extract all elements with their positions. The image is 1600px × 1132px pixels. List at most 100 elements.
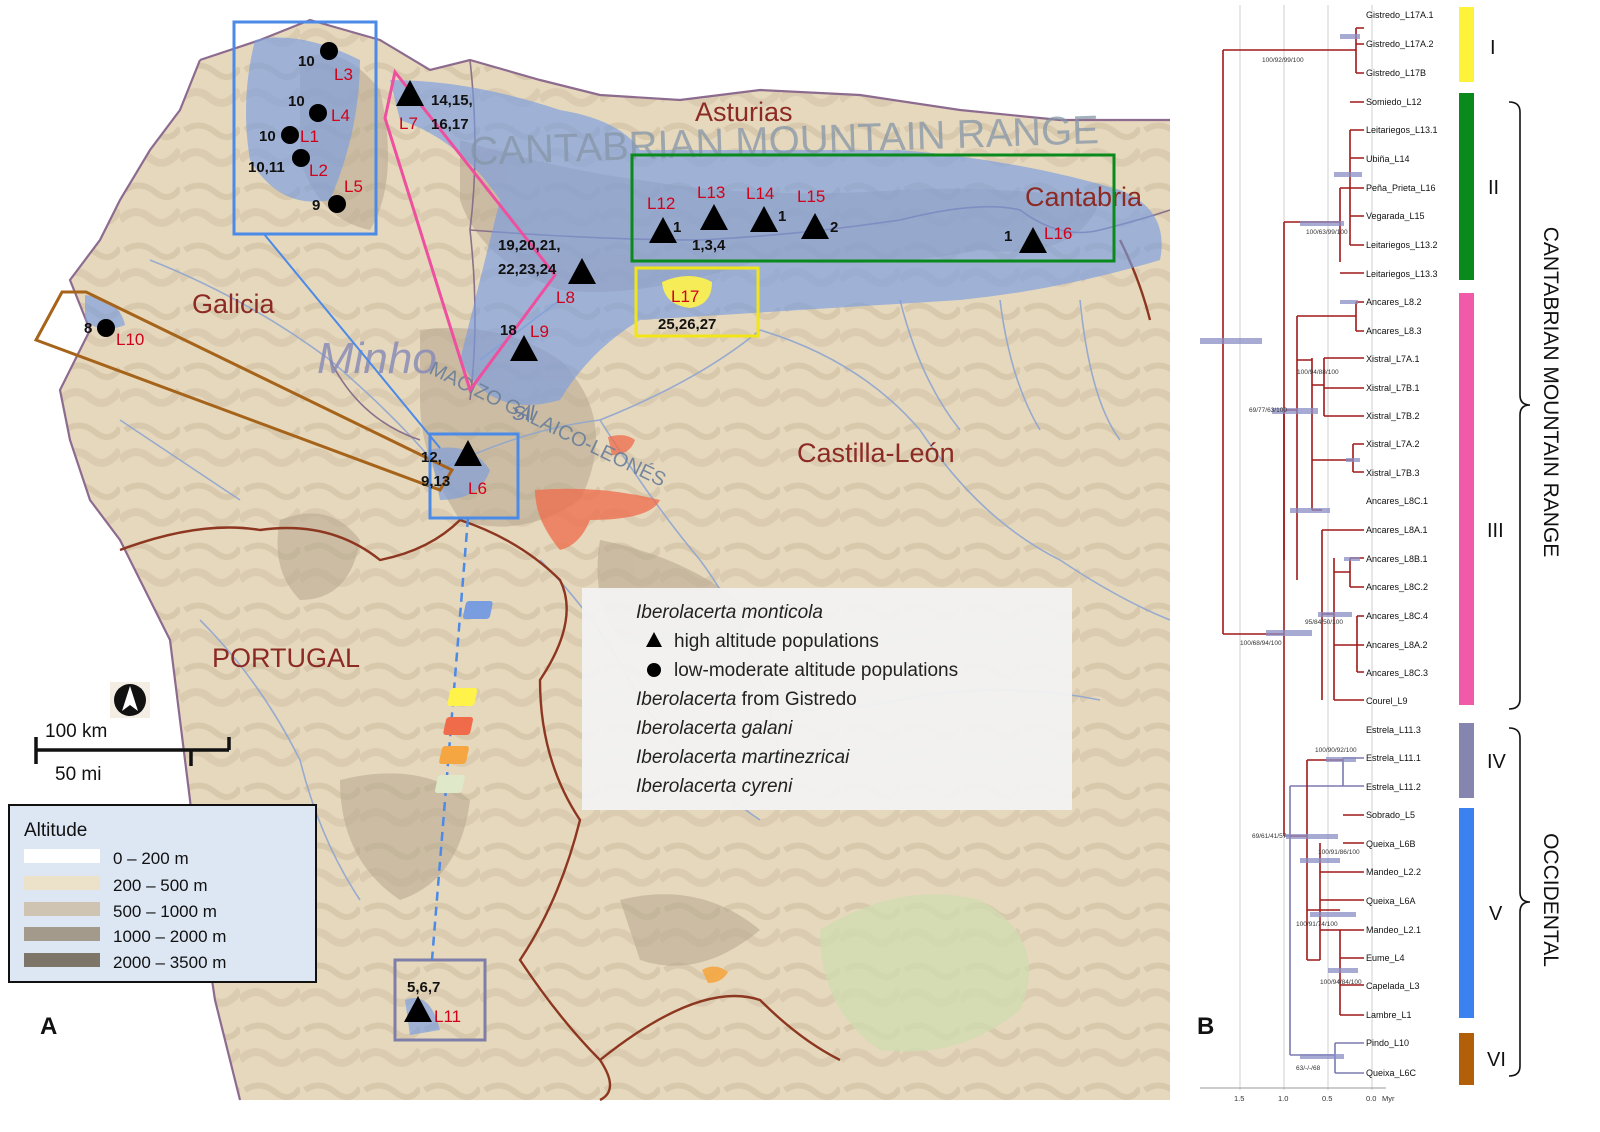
leaf-label: Peña_Prieta_L16 <box>1366 183 1436 193</box>
leaf-label: Estrela_L11.1 <box>1366 753 1421 763</box>
numbers-l3: 10 <box>298 53 315 70</box>
panel-label-a: A <box>40 1013 57 1040</box>
altitude-legend: Altitude 0 – 200 m 200 – 500 m 500 – 100… <box>8 804 317 983</box>
scale-bar: 100 km 50 mi <box>34 721 231 785</box>
numbers-l8-b: 22,23,24 <box>498 261 557 278</box>
node-support: 95/84/50/100 <box>1305 619 1343 626</box>
bracket-occidental <box>1508 727 1531 1077</box>
numbers-l5: 9 <box>312 197 320 214</box>
river-sil-label: Sil <box>512 403 535 425</box>
north-arrow-icon <box>110 682 150 718</box>
node-support: 69/77/63/100 <box>1249 407 1287 414</box>
axis-tick: 1.0 <box>1278 1094 1288 1103</box>
id-l16: L16 <box>1044 224 1072 243</box>
numbers-l9: 18 <box>500 322 517 339</box>
leaf-label: Capelada_L3 <box>1366 981 1420 991</box>
time-axis: 1.5 1.0 0.5 0.0 Myr <box>1200 1087 1395 1103</box>
axis-tick: 0.0 <box>1366 1094 1376 1103</box>
altitude-label-3: 500 – 1000 m <box>113 902 217 921</box>
map-panel: Asturias Cantabria Galicia Castilla-León… <box>8 18 1170 1102</box>
numbers-l6-a: 12, <box>421 449 442 466</box>
clade-bar-i <box>1459 7 1474 82</box>
leaf-label: Estrela_L11.3 <box>1366 725 1421 735</box>
leaf-label: Mandeo_L2.1 <box>1366 925 1421 935</box>
hpd-bar <box>1328 968 1358 973</box>
box-l6 <box>428 432 520 520</box>
numbers-l15: 2 <box>830 219 838 236</box>
clade-label-ii: II <box>1488 177 1499 199</box>
altitude-label-2: 200 – 500 m <box>113 876 208 895</box>
region-castilla-leon: Castilla-León <box>797 438 955 468</box>
hpd-bar <box>1290 508 1330 513</box>
node-support: 100/68/94/100 <box>1240 640 1282 647</box>
numbers-l1: 10 <box>259 128 276 145</box>
hpd-bar <box>1266 630 1312 636</box>
gistredo-range <box>662 276 712 308</box>
node-support: 100/94/84/100 <box>1320 979 1362 986</box>
id-l14: L14 <box>746 184 774 203</box>
hpd-bar <box>1286 834 1338 839</box>
group-label-cantabrian: CANTABRIAN MOUNTAIN RANGE <box>1539 227 1562 558</box>
axis-tick: 0.5 <box>1322 1094 1332 1103</box>
numbers-l6-b: 9,13 <box>421 473 450 490</box>
box-l12-l16 <box>630 153 1116 263</box>
marker-l11 <box>404 996 432 1022</box>
marker-l14 <box>750 206 778 232</box>
id-l11: L11 <box>434 1007 461 1026</box>
marker-l8 <box>568 258 596 284</box>
leaf-label: Ancares_L8C.4 <box>1366 611 1428 621</box>
marker-l9 <box>510 335 538 361</box>
marker-l7 <box>396 80 424 106</box>
node-support: 100/92/99/100 <box>1262 57 1304 64</box>
numbers-l7-b: 16,17 <box>431 116 469 133</box>
leaf-label: Ancares_L8B.1 <box>1366 554 1428 564</box>
hpd-bars <box>1200 34 1362 1059</box>
leaf-label: Sobrado_L5 <box>1366 810 1415 820</box>
leaf-label: Ancares_L8C.2 <box>1366 582 1428 592</box>
marker-l2 <box>292 149 310 167</box>
node-support: 63/-/-/68 <box>1296 1065 1321 1072</box>
id-l17: L17 <box>671 287 699 306</box>
leaf-label: Mandeo_L2.2 <box>1366 867 1421 877</box>
clade-label-v: V <box>1489 903 1503 925</box>
clade-bar-v <box>1459 808 1474 1018</box>
hpd-bar <box>1334 172 1362 177</box>
group-label-occidental: OCCIDENTAL <box>1539 833 1562 967</box>
leaf-label: Ancares_L8.3 <box>1366 326 1422 336</box>
leaf-label: Courel_L9 <box>1366 696 1408 706</box>
hpd-bar <box>1300 1054 1344 1059</box>
numbers-l12: 1 <box>673 219 681 236</box>
axis-unit: Myr <box>1382 1094 1395 1103</box>
clade-labels: I II III IV V VI <box>1487 37 1507 1071</box>
connector-l1-l6 <box>263 233 441 449</box>
marker-l15 <box>801 213 829 239</box>
legend-low: low-moderate altitude populations <box>674 660 958 681</box>
altitude-swatch-3 <box>24 902 100 916</box>
marker-l16 <box>1019 227 1047 253</box>
clade-bars <box>1459 7 1474 1085</box>
leaf-label: Ancares_L8.2 <box>1366 297 1422 307</box>
martinezricai-range <box>702 966 728 983</box>
hpd-bar <box>1340 300 1358 304</box>
altitude-swatch-4 <box>24 927 100 941</box>
galani-range <box>608 435 635 455</box>
clade-label-i: I <box>1490 37 1496 59</box>
galani-range <box>535 488 660 550</box>
scale-km: 100 km <box>45 721 107 742</box>
region-galicia: Galicia <box>192 289 276 319</box>
leaf-label: Somiedo_L12 <box>1366 97 1422 107</box>
marker-l12 <box>649 217 677 243</box>
legend-gistredo: Iberolacerta from Gistredo <box>636 689 857 710</box>
hpd-bar <box>1200 338 1262 344</box>
site-numbers: 10 10 10 10,11 9 8 14,15, 16,17 19,20,21… <box>84 53 1012 996</box>
node-support: 69/61/41/57 <box>1252 833 1287 840</box>
region-portugal: PORTUGAL <box>212 643 360 673</box>
altitude-label-5: 2000 – 3500 m <box>113 953 226 972</box>
leaf-label: Leitariegos_L13.3 <box>1366 269 1438 279</box>
leaf-label: Eume_L4 <box>1366 953 1405 963</box>
site-boxes <box>33 20 1116 1042</box>
legend-monticola: Iberolacerta monticola <box>636 602 823 623</box>
river-minho-label: Minho <box>317 334 437 383</box>
leaf-label: Leitariegos_L13.1 <box>1366 125 1438 135</box>
species-legend: Iberolacerta monticola high altitude pop… <box>435 588 1072 810</box>
